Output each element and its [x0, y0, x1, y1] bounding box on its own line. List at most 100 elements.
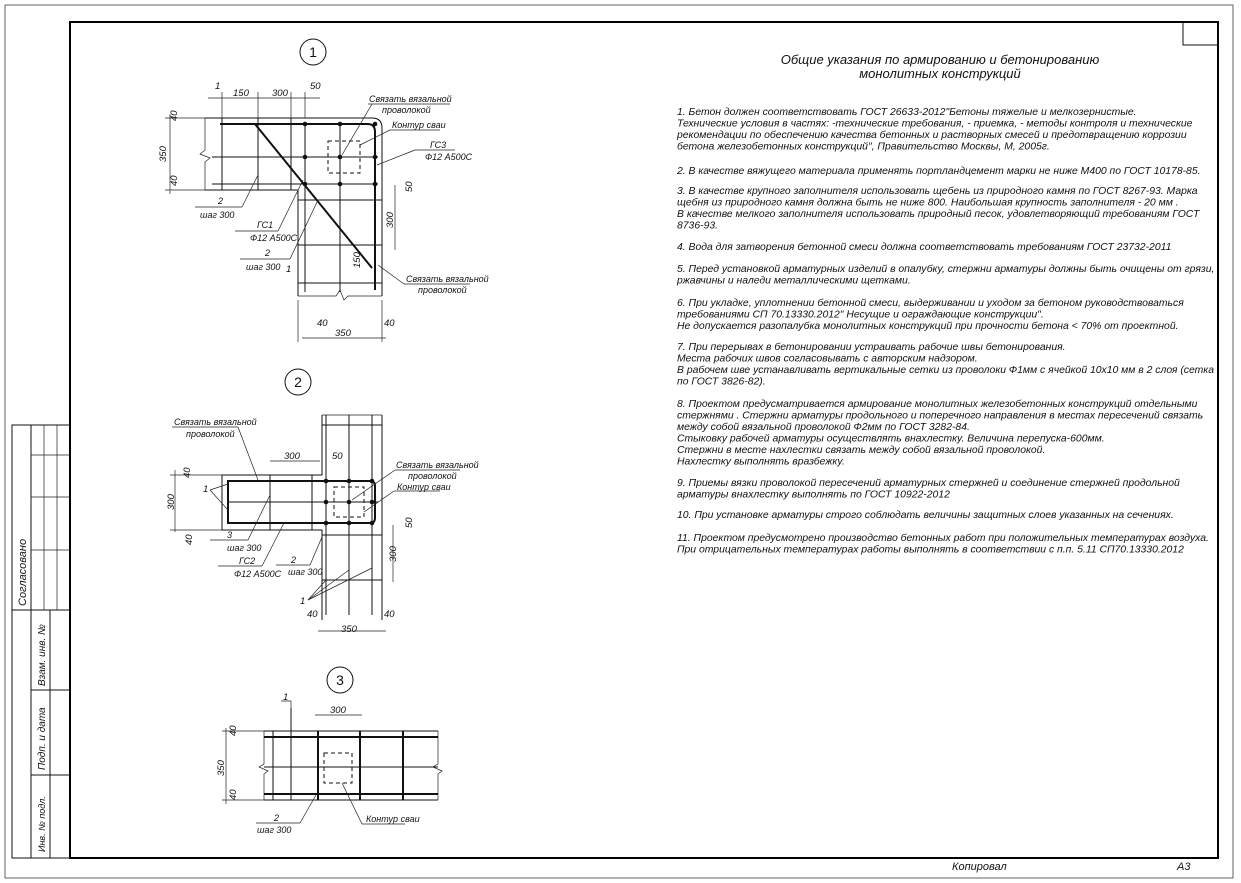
d3-pile-contour-label: Контур сваи	[366, 814, 420, 824]
d2-pile-contour-label: Контур сваи	[397, 482, 451, 492]
d1-tie-wire-2b: проволокой	[418, 285, 467, 295]
stamp-replaced-inv: Взам. инв. №	[37, 624, 48, 686]
d2-bar2-label: 2	[290, 555, 296, 565]
d3-bar1-label: 1	[283, 692, 288, 703]
approval-stamp: Согласовано Взам. инв. № Подп. и дата Ин…	[11, 424, 70, 859]
d1-dim-300: 300	[272, 88, 289, 99]
d2-dim-350: 350	[341, 624, 358, 635]
pile-contour	[333, 486, 365, 518]
d2-tie-wire-1: Связать вязальной	[174, 417, 257, 427]
note-3-line: 8736-93.	[677, 221, 718, 232]
d1-bar2-label-b: 2	[264, 248, 270, 258]
d1-bar2-step: шаг 300	[200, 210, 234, 220]
note-6-line: требованиями СП 70.13330.2012" Несущие и…	[677, 309, 1044, 321]
d2-tie-wire-1b: проволокой	[186, 429, 235, 439]
d2-dim-40-bl: 40	[307, 609, 318, 620]
d1-dim-300-right: 300	[385, 211, 396, 228]
note-7-line: Места рабочих швов согласовывать с автор…	[677, 353, 978, 365]
note-9-line: 9. Приемы вязки проволокой пересечений а…	[677, 478, 1180, 489]
d2-bar3-label: 3	[227, 530, 232, 540]
note-8-line: стержнями . Стержни арматуры продольного…	[677, 411, 1203, 422]
d2-dim-300-right: 300	[388, 545, 399, 562]
notes-title-line1: Общие указания по армированию и бетониро…	[781, 52, 1100, 67]
d1-pile-contour-label: Контур сваи	[392, 120, 446, 130]
d2-bar3-step: шаг 300	[227, 543, 261, 553]
pile-contour	[323, 752, 353, 784]
d2-gs2-label: ГС2	[239, 556, 255, 566]
stamp-agreed: Согласовано	[17, 539, 29, 606]
note-7-line: 7. При перерывах в бетонировании устраив…	[677, 341, 1066, 353]
detail-3: 3 1 300 40 350 40 2 шаг 300 Контур сваи	[216, 666, 443, 835]
note-3-line: В качестве мелкого заполнителя использов…	[677, 208, 1200, 220]
detail-2: 2 300 50 40 300 40 50 300 40 350 4	[166, 368, 479, 635]
note-8-line: Стыковку рабочей арматуры осуществлять в…	[677, 433, 1105, 445]
d2-gs2-spec: Ф12 А500С	[234, 569, 282, 579]
note-4-line: 4. Вода для затворения бетонной смеси до…	[677, 241, 1171, 253]
note-1-line: 1. Бетон должен соответствовать ГОСТ 266…	[677, 107, 1137, 118]
note-5-line: 5. Перед установкой арматурных изделий в…	[677, 263, 1214, 275]
note-11-line: При отрицательных температурах работы вы…	[677, 544, 1184, 556]
d1-dim-350-bottom: 350	[335, 328, 352, 339]
sheet-number-box	[1182, 21, 1219, 46]
d2-dim-40-top: 40	[182, 467, 193, 478]
note-1-line: бетона железобетонных конструкций", Прав…	[677, 141, 1050, 153]
d3-dim-40-top: 40	[228, 725, 239, 736]
d1-gs3-spec: Ф12 А500С	[425, 152, 473, 162]
d2-bar1-left: 1	[203, 484, 208, 495]
note-3-line: щебня из природного камня должна быть не…	[677, 197, 1179, 209]
d1-tie-wire-1b: проволокой	[382, 105, 431, 115]
note-1-line: Технические условия в частях: -техническ…	[677, 118, 1193, 130]
stamp-inv-orig: Инв. № подл.	[37, 796, 47, 852]
note-8-line: 8. Проектом предусматривается армировани…	[677, 398, 1198, 410]
d2-dim-50: 50	[332, 451, 343, 462]
d3-dim-300: 300	[330, 705, 347, 716]
d1-bar2-step-b: шаг 300	[246, 262, 280, 272]
sheet-border	[4, 4, 1234, 879]
detail-3-number: 3	[336, 672, 344, 688]
note-9-line: арматуры внахлестку выполнять по ГОСТ 10…	[677, 490, 950, 501]
stamp-sign-date: Подп. и дата	[37, 707, 48, 770]
note-6-line: 6. При укладке, уплотнении бетонной смес…	[677, 297, 1184, 309]
footer-format: А3	[1176, 861, 1191, 873]
d1-dim-50-right: 50	[404, 181, 415, 192]
d2-tie-wire-2b: проволокой	[408, 471, 457, 481]
d1-dim-40-bottom: 40	[169, 175, 180, 186]
d1-gs1-label: ГС1	[257, 220, 273, 230]
note-7-line: по ГОСТ 3826-82).	[677, 377, 766, 388]
d3-bar2-step: шаг 300	[257, 825, 291, 835]
note-6-line: Не допускается разопалубка монолитных ко…	[677, 320, 1179, 332]
d2-dim-40-br: 40	[384, 609, 395, 620]
d2-dim-50-right: 50	[404, 517, 415, 528]
d1-dim-150: 150	[233, 88, 250, 99]
detail-2-marker	[284, 368, 312, 396]
footer-copied: Копировал	[952, 861, 1007, 873]
note-10-line: 10. При установке арматуры строго соблюд…	[677, 509, 1174, 521]
detail-1-marker	[299, 38, 327, 66]
note-8-line: Нахлестку выполнять вразбежку.	[677, 456, 845, 468]
d1-dim-350-left: 350	[158, 145, 169, 162]
d1-bar2-label: 2	[217, 196, 223, 206]
d1-dim-150-right: 150	[352, 251, 363, 268]
d1-dim-40-br: 40	[384, 318, 395, 329]
d1-bar1-top: 1	[215, 81, 220, 92]
d2-tie-wire-2: Связать вязальной	[396, 460, 479, 470]
d1-tie-wire-2: Связать вязальной	[406, 274, 489, 284]
d2-dim-300: 300	[284, 451, 301, 462]
d1-dim-50: 50	[310, 81, 321, 92]
d3-dim-40-bottom: 40	[228, 789, 239, 800]
note-8-line: между собой вязальной проволокой Ф2мм по…	[677, 421, 970, 433]
note-2-line: 2. В качестве вяжущего материала применя…	[676, 166, 1201, 177]
d2-bar2-step: шаг 300	[288, 567, 322, 577]
detail-2-number: 2	[294, 374, 302, 390]
notes-title-line2: монолитных конструкций	[859, 66, 1021, 81]
note-3-line: 3. В качестве крупного заполнителя испол…	[677, 185, 1198, 197]
d2-bar1-bottom: 1	[300, 596, 305, 607]
drawing-frame	[69, 21, 1219, 859]
d1-gs3-label: ГС3	[430, 140, 446, 150]
d1-tie-wire-1: Связать вязальной	[369, 94, 452, 104]
detail-3-marker	[326, 666, 354, 694]
d3-dim-350: 350	[216, 759, 227, 776]
d1-dim-40-top: 40	[169, 110, 180, 121]
detail-1-number: 1	[309, 44, 317, 60]
